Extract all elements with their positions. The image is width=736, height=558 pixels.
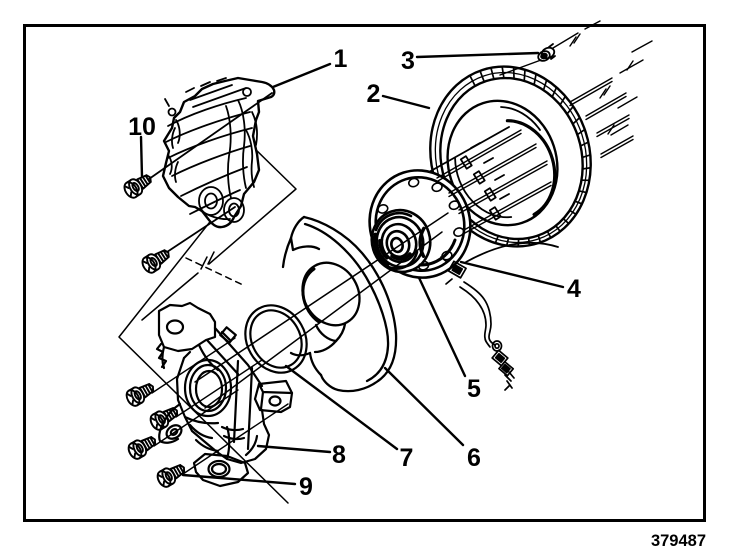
svg-text:9: 9 (299, 473, 313, 501)
svg-text:10: 10 (128, 113, 156, 141)
svg-text:1: 1 (334, 45, 348, 73)
svg-text:4: 4 (567, 275, 581, 303)
svg-text:6: 6 (467, 444, 481, 472)
svg-text:379487: 379487 (651, 532, 706, 550)
svg-text:7: 7 (400, 444, 414, 472)
svg-text:5: 5 (467, 375, 481, 403)
svg-text:8: 8 (332, 441, 346, 469)
svg-text:2: 2 (367, 80, 381, 108)
svg-text:3: 3 (401, 47, 415, 75)
